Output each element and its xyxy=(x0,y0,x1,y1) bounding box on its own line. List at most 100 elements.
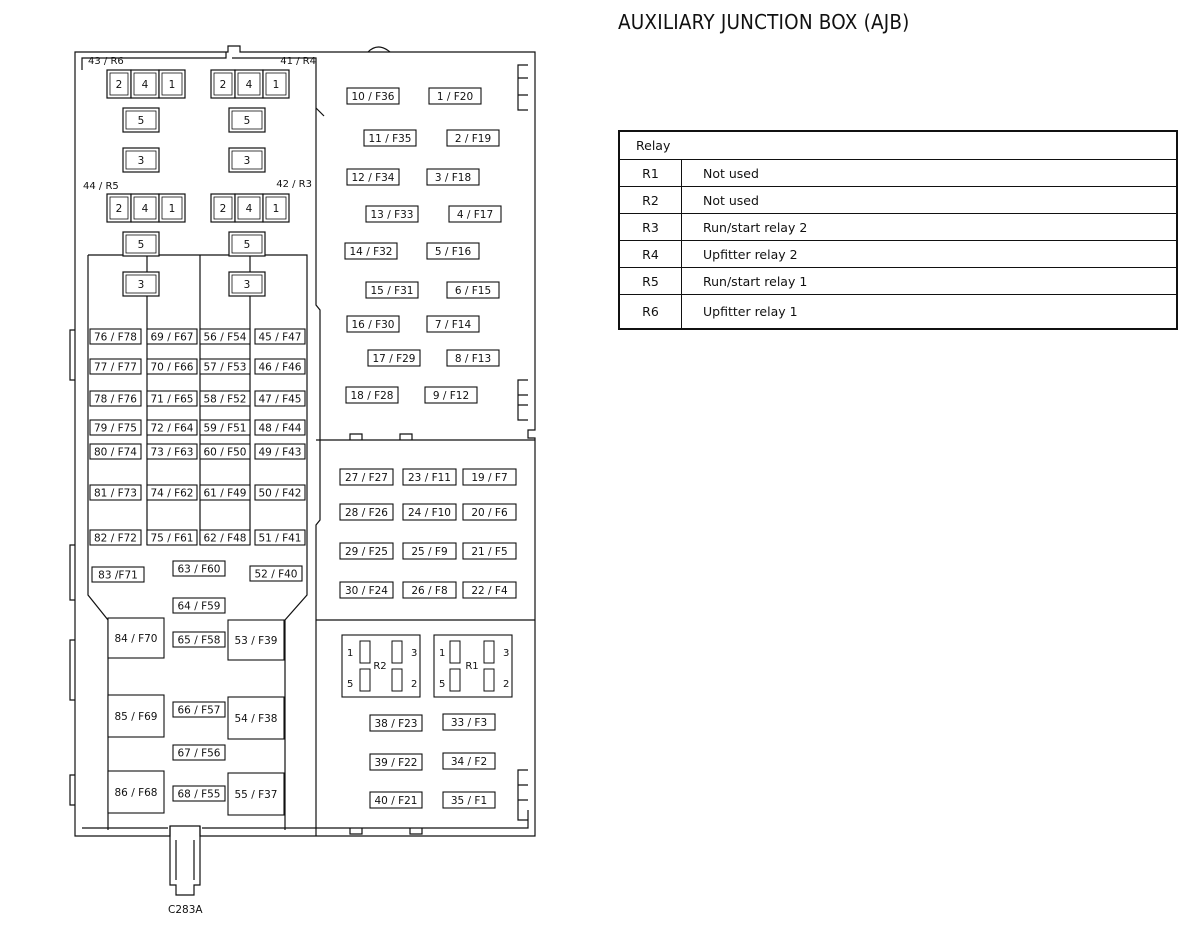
fuse-slot: 22 / F4 xyxy=(462,581,517,599)
connector-label: C283A xyxy=(168,904,203,916)
fuse-slot: 81 / F73 xyxy=(89,484,142,501)
maxi-fuse-slot: 84 / F70 xyxy=(107,617,165,659)
fuse-slot: 34 / F2 xyxy=(442,752,496,770)
relay-code: R2 xyxy=(618,186,682,214)
relay-terminal: 3 xyxy=(122,271,160,297)
fuse-slot: 47 / F45 xyxy=(254,390,306,407)
fuse-label: 79 / F75 xyxy=(94,422,137,434)
fuse-slot: 49 / F43 xyxy=(254,443,306,460)
fuse-slot: 60 / F50 xyxy=(199,443,251,460)
fuse-label: 15 / F31 xyxy=(371,285,414,297)
fuse-label: 8 / F13 xyxy=(455,353,491,365)
relay-terminal: 1 xyxy=(158,69,186,99)
fuse-slot: 74 / F62 xyxy=(146,484,198,501)
relay-table-header: Relay xyxy=(618,130,1178,160)
fuse-label: 70 / F66 xyxy=(151,361,194,373)
fuse-label: 78 / F76 xyxy=(94,393,137,405)
fuse-label: 24 / F10 xyxy=(408,507,451,519)
relay-desc: Not used xyxy=(681,159,1178,187)
fuse-label: 71 / F65 xyxy=(151,393,194,405)
fuse-slot: 59 / F51 xyxy=(199,419,251,436)
relay-terminal: 4 xyxy=(130,193,160,223)
fuse-slot: 56 / F54 xyxy=(199,328,251,345)
relay-desc: Upfitter relay 1 xyxy=(681,294,1178,330)
terminal-number: 5 xyxy=(138,115,145,127)
fuse-label: 57 / F53 xyxy=(204,361,247,373)
terminal-number: 3 xyxy=(244,279,251,291)
fuse-label: 74 / F62 xyxy=(151,487,194,499)
fuse-label: 12 / F34 xyxy=(352,172,395,184)
fuse-slot: 17 / F29 xyxy=(367,349,421,367)
terminal-number: 4 xyxy=(246,79,253,91)
fuse-label: 52 / F40 xyxy=(255,568,298,580)
terminal-number: 3 xyxy=(138,155,145,167)
fuse-slot: 38 / F23 xyxy=(369,714,423,732)
fuse-slot: 39 / F22 xyxy=(369,753,423,771)
relay-terminal: 5 xyxy=(228,231,266,257)
relay-terminal: 1 xyxy=(262,69,290,99)
fuse-slot: 46 / F46 xyxy=(254,358,306,375)
fuse-label: 65 / F58 xyxy=(178,634,221,646)
terminal-number: 2 xyxy=(116,79,123,91)
fuse-slot: 27 / F27 xyxy=(339,468,394,486)
fuse-slot: 63 / F60 xyxy=(172,560,226,577)
fuse-label: 3 / F18 xyxy=(435,172,471,184)
fuse-label: 59 / F51 xyxy=(204,422,247,434)
fuse-label: 11 / F35 xyxy=(369,133,412,145)
fuse-label: 72 / F64 xyxy=(151,422,194,434)
terminal-number: 5 xyxy=(244,239,251,251)
fuse-slot: 19 / F7 xyxy=(462,468,517,486)
mini-relay-pin: 1 xyxy=(439,648,445,659)
relay-terminal: 2 xyxy=(106,69,132,99)
fuse-slot: 45 / F47 xyxy=(254,328,306,345)
fuse-slot: 50 / F42 xyxy=(254,484,306,501)
fuse-label: 35 / F1 xyxy=(451,795,487,807)
mini-relay-pin: 3 xyxy=(411,648,417,659)
mini-relay-pin: 2 xyxy=(411,679,417,690)
fuse-label: 48 / F44 xyxy=(259,422,302,434)
maxi-fuse-slot: 86 / F68 xyxy=(107,770,165,814)
relay-terminal: 3 xyxy=(228,271,266,297)
fuse-label: 14 / F32 xyxy=(350,246,393,258)
fuse-label: 20 / F6 xyxy=(471,507,508,519)
relay-terminal: 2 xyxy=(210,69,236,99)
fuse-label: 51 / F41 xyxy=(259,532,302,544)
fuse-slot: 6 / F15 xyxy=(446,281,500,299)
relay-terminal: 4 xyxy=(234,69,264,99)
maxi-fuse-slot: 85 / F69 xyxy=(107,694,165,738)
fuse-slot: 25 / F9 xyxy=(402,542,457,560)
fuse-slot: 73 / F63 xyxy=(146,443,198,460)
fuse-label: 58 / F52 xyxy=(204,393,247,405)
fuse-slot: 64 / F59 xyxy=(172,597,226,614)
fuse-slot: 65 / F58 xyxy=(172,631,226,648)
fuse-label: 23 / F11 xyxy=(408,472,451,484)
fuse-label: 49 / F43 xyxy=(259,446,302,458)
fuse-label: 77 / F77 xyxy=(94,361,137,373)
relay-group-label: 43 / R6 xyxy=(88,56,124,67)
relay-group-label: 42 / R3 xyxy=(276,179,312,190)
relay-code: R5 xyxy=(618,267,682,295)
relay-terminal: 1 xyxy=(262,193,290,223)
mini-relay-name: R1 xyxy=(465,661,478,672)
fuse-label: 61 / F49 xyxy=(204,487,247,499)
relay-terminal: 1 xyxy=(158,193,186,223)
fuse-slot: 8 / F13 xyxy=(446,349,500,367)
fuse-label: 5 / F16 xyxy=(435,246,472,258)
relay-terminal: 5 xyxy=(122,231,160,257)
fuse-slot: 75 / F61 xyxy=(146,529,198,546)
relay-code: R1 xyxy=(618,159,682,187)
fuse-slot: 2 / F19 xyxy=(446,129,500,147)
fuse-label: 34 / F2 xyxy=(451,756,487,768)
fuse-label: 62 / F48 xyxy=(204,532,247,544)
fuse-slot: 51 / F41 xyxy=(254,529,306,546)
fuse-label: 18 / F28 xyxy=(351,390,394,402)
relay-terminal: 4 xyxy=(234,193,264,223)
relay-terminal: 2 xyxy=(210,193,236,223)
terminal-number: 5 xyxy=(244,115,251,127)
relay-code: R3 xyxy=(618,213,682,241)
fuse-label: 7 / F14 xyxy=(435,319,472,331)
fuse-slot: 70 / F66 xyxy=(146,358,198,375)
